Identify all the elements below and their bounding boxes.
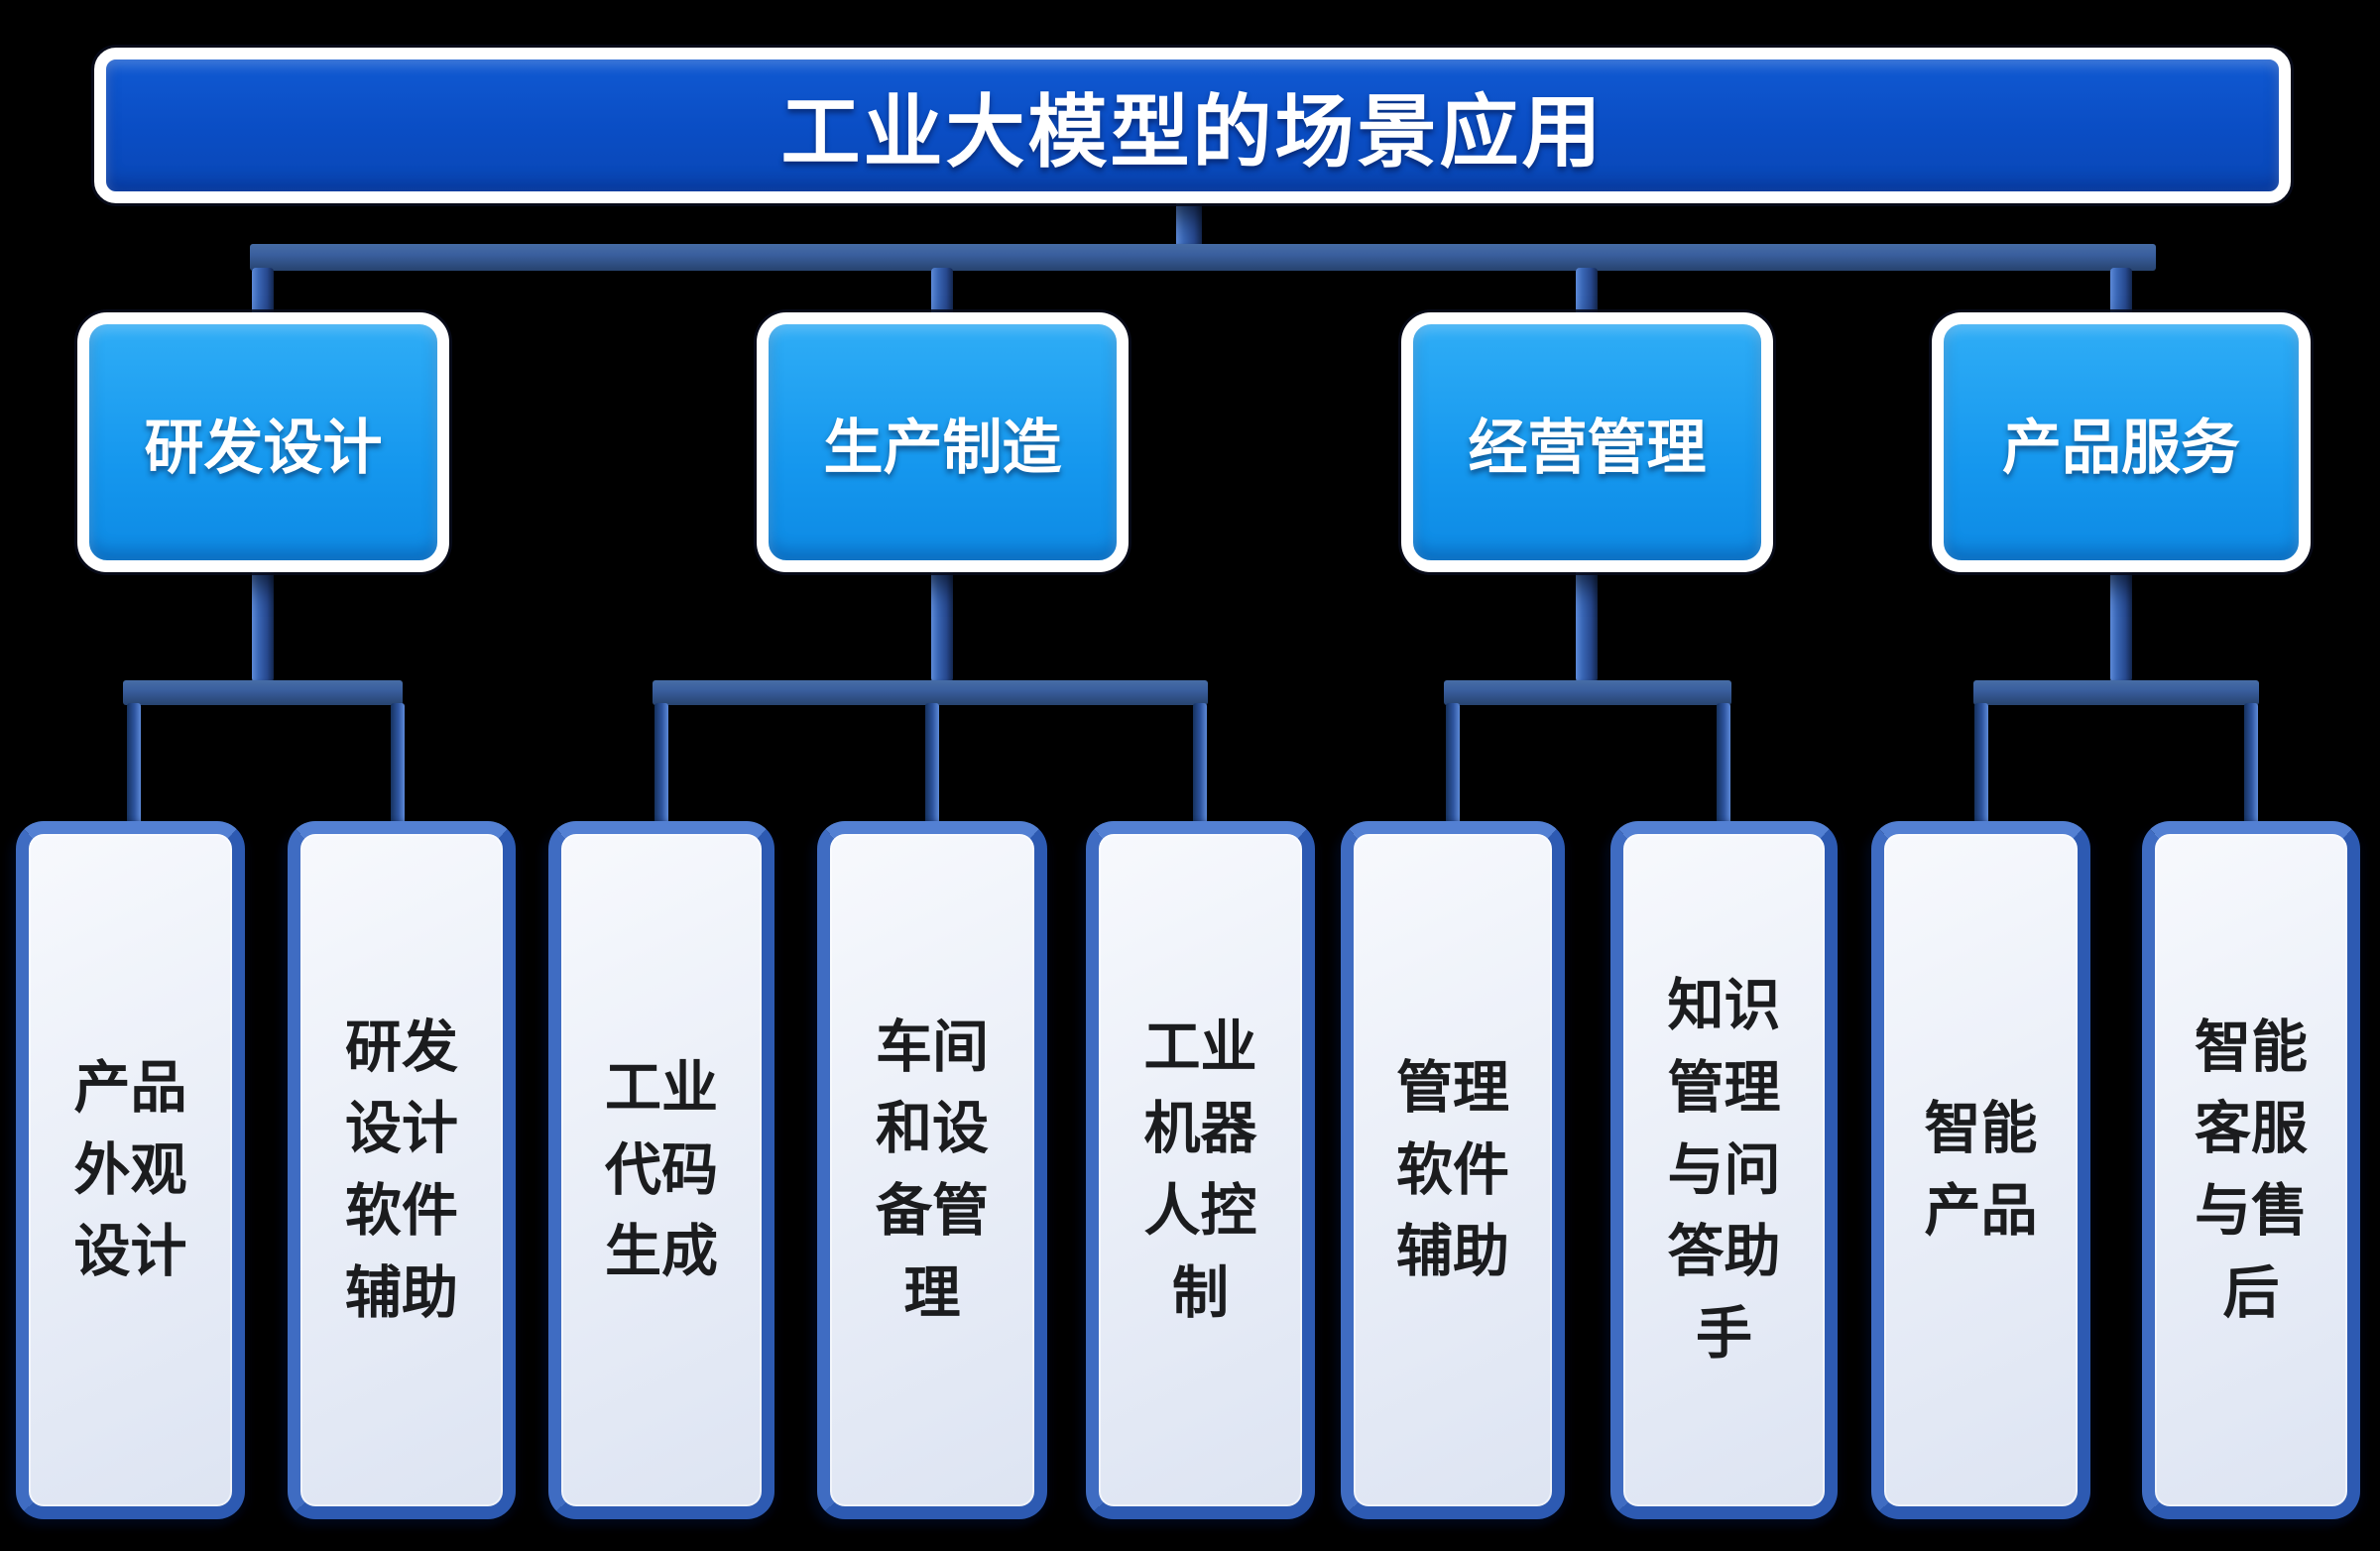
category-label: 产品服务 <box>2002 414 2240 481</box>
connector-drop-svc <box>2110 268 2132 317</box>
connector-level1-bar <box>250 244 2156 271</box>
connector-drop-mgmt <box>1576 268 1598 317</box>
connector-svc-leg-2 <box>2244 703 2258 824</box>
connector-rd-stem <box>252 565 274 682</box>
leaf-node-workshop-equipment-management: 车间 和设 备管 理 <box>817 821 1047 1519</box>
leaf-node-product-appearance-design: 产品 外观 设计 <box>16 821 245 1519</box>
connector-rd-bar <box>123 680 403 705</box>
connector-mgmt-stem <box>1576 565 1598 682</box>
connector-root-stem <box>1176 198 1202 248</box>
diagram-title: 工业大模型的场景应用 <box>780 87 1605 177</box>
connector-mfg-bar <box>653 680 1208 705</box>
leaf-node-knowledge-management-qa-assistant: 知识 管理 与问 答助 手 <box>1610 821 1838 1519</box>
connector-rd-leg-1 <box>127 703 141 824</box>
connector-mgmt-bar <box>1444 680 1731 705</box>
leaf-node-rd-design-software-assist: 研发 设计 软件 辅助 <box>288 821 516 1519</box>
connector-rd-leg-2 <box>391 703 405 824</box>
category-node-mgmt: 经营管理 <box>1401 312 1773 572</box>
root-node: 工业大模型的场景应用 <box>94 48 2291 203</box>
leaf-node-smart-customer-service-aftersales: 智能 客服 与售 后 <box>2142 821 2360 1519</box>
connector-svc-leg-1 <box>1974 703 1988 824</box>
category-label: 研发设计 <box>144 414 383 481</box>
leaf-node-industrial-robot-control: 工业 机器 人控 制 <box>1086 821 1315 1519</box>
connector-mgmt-leg-1 <box>1446 703 1460 824</box>
connector-drop-rd <box>252 268 274 317</box>
connector-mfg-leg-3 <box>1193 703 1207 824</box>
connector-mfg-leg-2 <box>925 703 939 824</box>
leaf-node-smart-products: 智能 产品 <box>1871 821 2090 1519</box>
leaf-node-management-software-assist: 管理 软件 辅助 <box>1341 821 1565 1519</box>
leaf-node-industrial-code-generation: 工业 代码 生成 <box>548 821 774 1519</box>
connector-svc-bar <box>1973 680 2259 705</box>
connector-mgmt-leg-2 <box>1717 703 1730 824</box>
category-label: 经营管理 <box>1468 414 1707 481</box>
category-node-svc: 产品服务 <box>1932 312 2311 572</box>
category-node-mfg: 生产制造 <box>757 312 1129 572</box>
connector-mfg-leg-1 <box>654 703 668 824</box>
category-label: 生产制造 <box>823 414 1062 481</box>
category-node-rd: 研发设计 <box>77 312 449 572</box>
connector-drop-mfg <box>931 268 953 317</box>
connector-svc-stem <box>2110 565 2132 682</box>
connector-mfg-stem <box>931 565 953 682</box>
